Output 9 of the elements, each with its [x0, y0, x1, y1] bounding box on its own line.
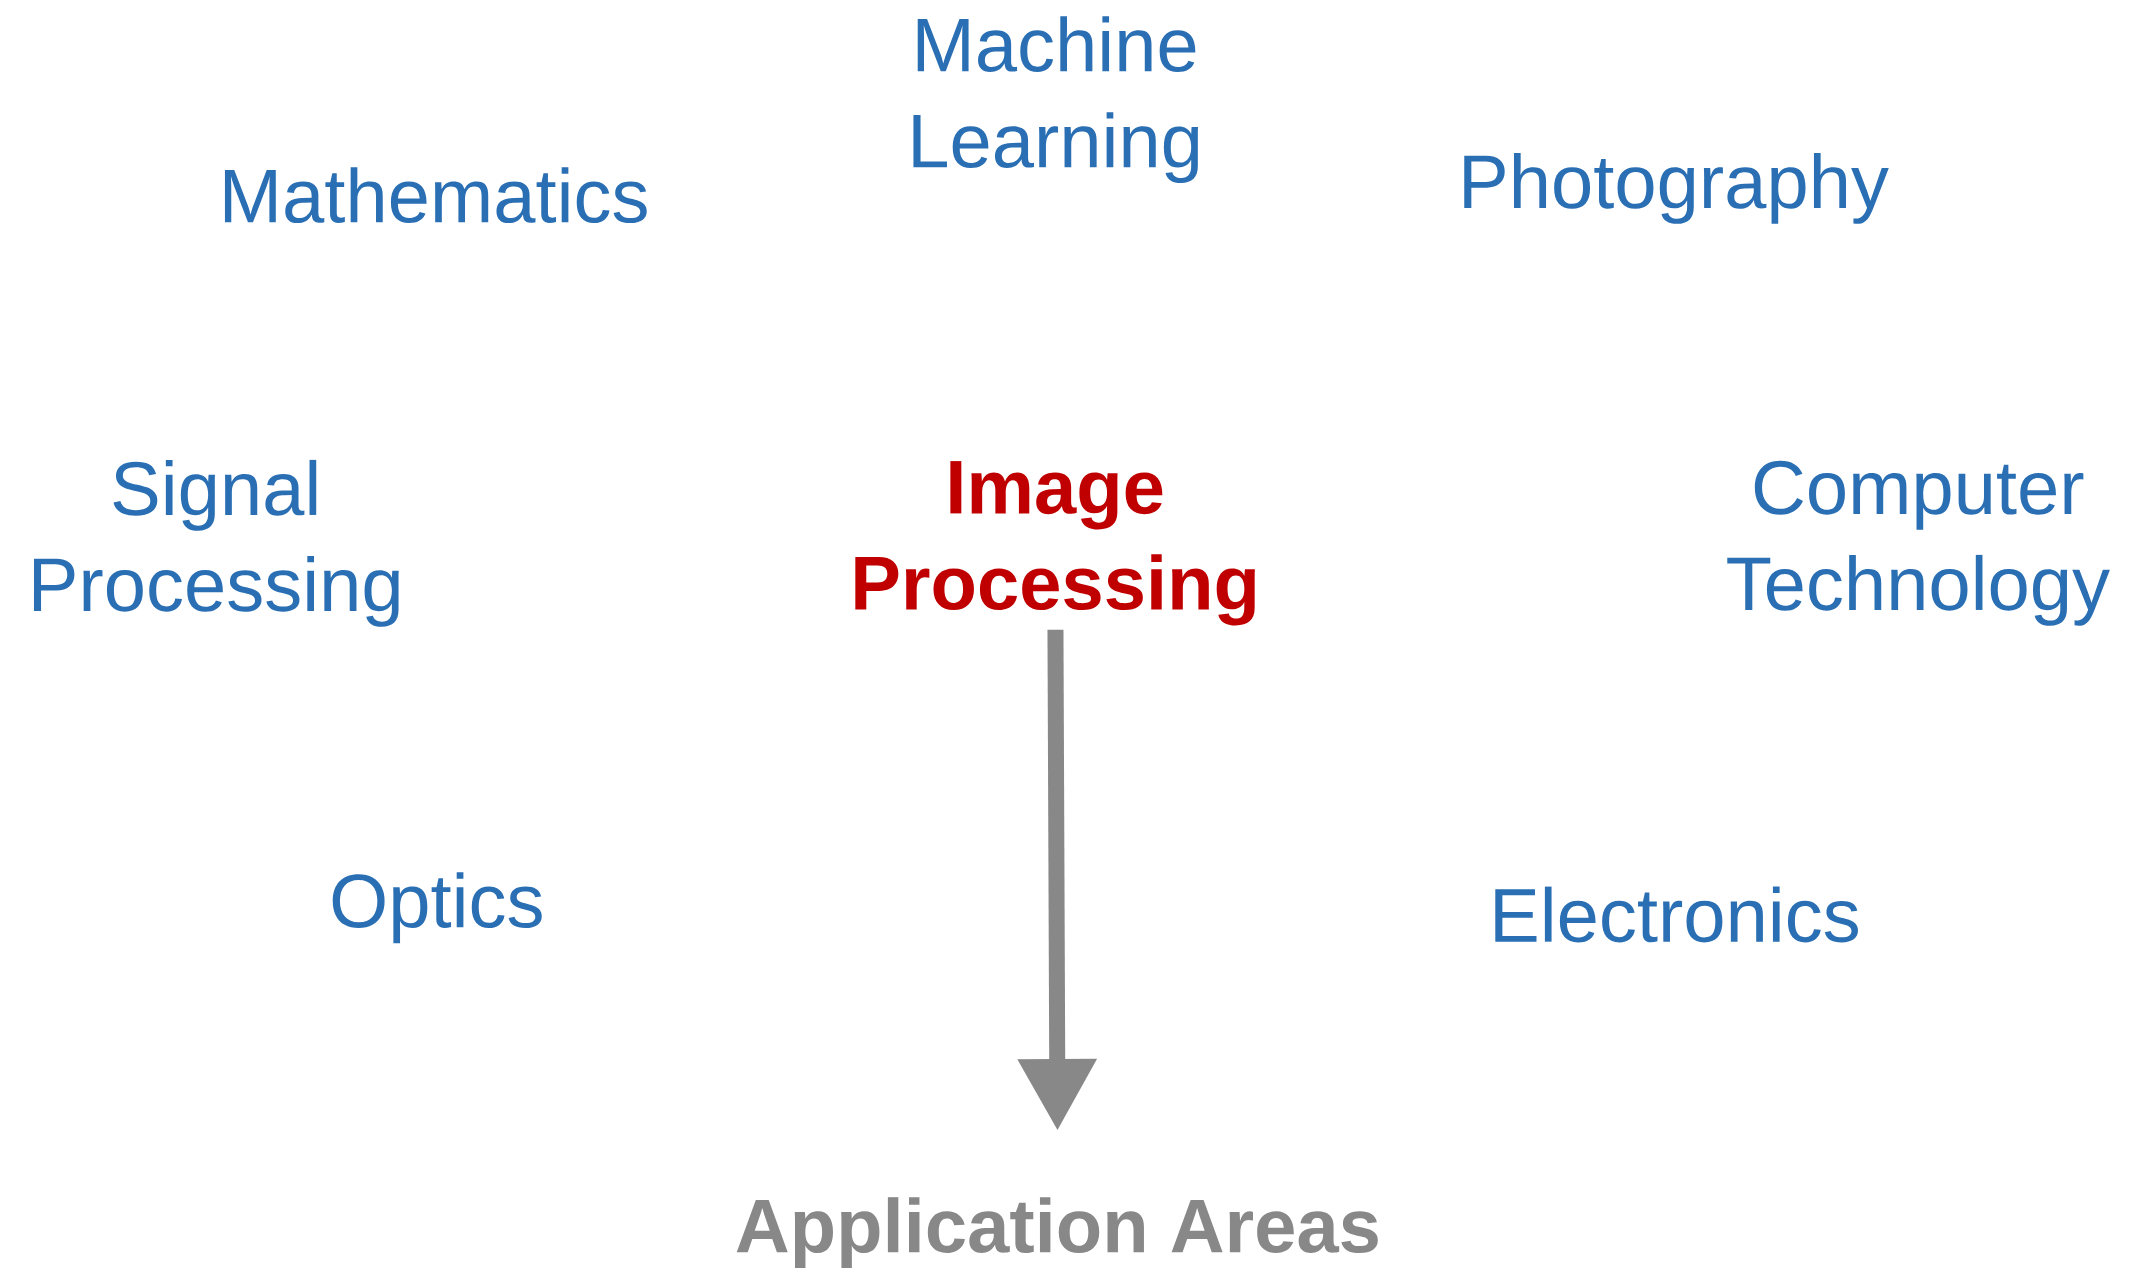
topic-label: Computer Technology: [1727, 460, 2110, 626]
topic-label: Signal Processing: [34, 459, 399, 627]
topic-label: Electronics: [1495, 886, 1858, 943]
result-label: Application Areas: [736, 1197, 1378, 1269]
topic-label: Mathematics: [224, 167, 647, 224]
topic-label: Optics: [332, 872, 542, 944]
topic-label: Machine Learning: [913, 16, 1199, 183]
topic-label: Photography: [1464, 153, 1889, 224]
central-topic-label: Image Processing: [855, 461, 1255, 626]
